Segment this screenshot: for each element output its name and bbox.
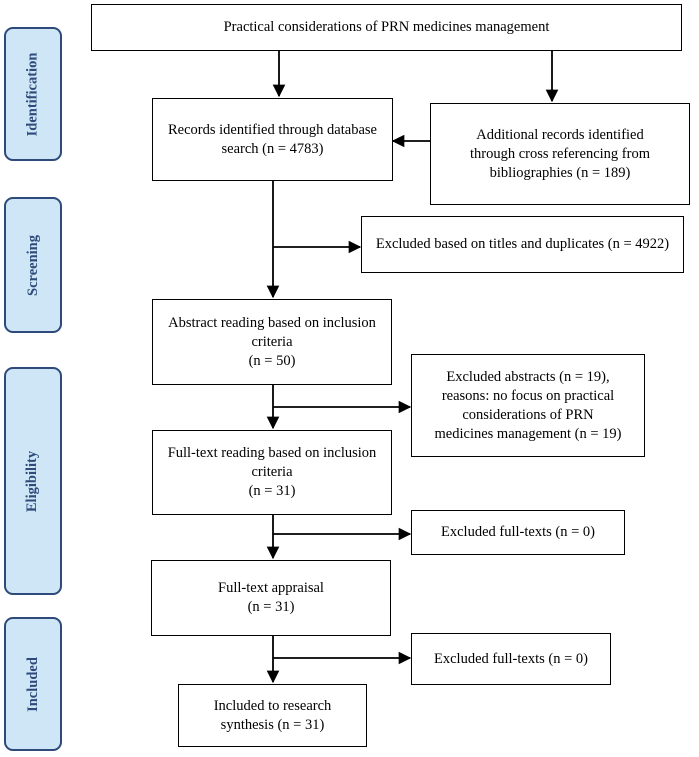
excluded-fulltexts-box-2: Excluded full-texts (n = 0): [411, 633, 611, 685]
additional-records-box: Additional records identified through cr…: [430, 103, 690, 205]
stage-eligibility: Eligibility: [4, 367, 62, 595]
fulltext-appraisal-box: Full-text appraisal (n = 31): [151, 560, 391, 636]
stage-included: Included: [4, 617, 62, 751]
stage-identification: Identification: [4, 27, 62, 161]
excluded-titles-box: Excluded based on titles and duplicates …: [361, 216, 684, 273]
topic-box: Practical considerations of PRN medicine…: [91, 4, 682, 51]
abstract-reading-box: Abstract reading based on inclusion crit…: [152, 299, 392, 385]
included-synthesis-box: Included to research synthesis (n = 31): [178, 684, 367, 747]
database-records-box: Records identified through database sear…: [152, 98, 393, 181]
fulltext-reading-box: Full-text reading based on inclusion cri…: [152, 430, 392, 515]
stage-screening: Screening: [4, 197, 62, 333]
excluded-abstracts-box: Excluded abstracts (n = 19), reasons: no…: [411, 354, 645, 457]
excluded-fulltexts-box-1: Excluded full-texts (n = 0): [411, 510, 625, 555]
